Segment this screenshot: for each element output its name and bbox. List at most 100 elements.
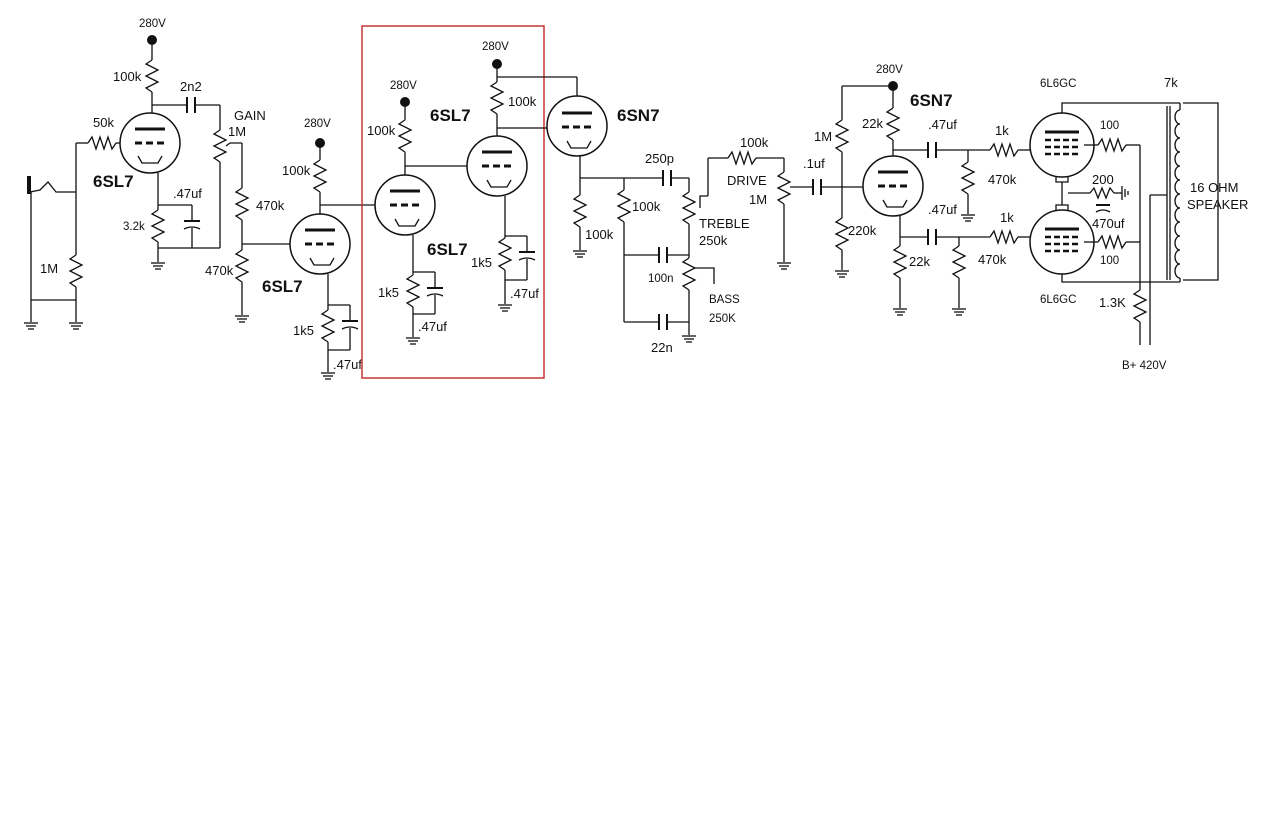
resistor-100-lower [1097, 233, 1127, 251]
potentiometer-drive [776, 171, 792, 205]
label-speaker-1: 16 OHM [1190, 180, 1238, 195]
tube-label-v4: 6SL7 [430, 106, 471, 125]
potentiometer-gain [212, 129, 228, 163]
label-100k-5: 100k [585, 227, 614, 242]
drive-control: 100k DRIVE 1M .1uf [708, 135, 870, 270]
label-50k: 50k [93, 115, 114, 130]
label-100k-3: 100k [367, 123, 396, 138]
label-47uf-5: .47uf [928, 117, 957, 132]
label-100k-2: 100k [282, 163, 311, 178]
label-250p: 250p [645, 151, 674, 166]
label-220k: 220k [848, 223, 877, 238]
highlight-box [361, 25, 545, 379]
resistor-1k-upper [989, 141, 1019, 159]
label-47uf-6: .47uf [928, 202, 957, 217]
fourth-gain-stage: 6SL7 280V 100k 1k5 .47uf [430, 41, 578, 312]
label-bass-val: 250K [709, 313, 736, 325]
tube-label-v3: 6SL7 [427, 240, 468, 259]
tube-label-v6: 6SN7 [910, 91, 953, 110]
label-470uf: 470uf [1092, 216, 1125, 231]
label-280v-4: 280V [482, 41, 509, 53]
label-1k-1: 1k [995, 123, 1009, 138]
output-transformer: 7k 16 OHM SPEAKER [1150, 75, 1248, 282]
label-ot: 7k [1164, 75, 1178, 90]
label-22k-1: 22k [862, 116, 883, 131]
label-bplus: B+ 420V [1122, 360, 1167, 372]
label-100k-4: 100k [508, 94, 537, 109]
resistor-1m-pi [834, 119, 850, 153]
label-power-tube-2: 6L6GC [1040, 294, 1076, 306]
label-470k-2: 470k [205, 263, 234, 278]
label-power-tube-1: 6L6GC [1040, 78, 1076, 90]
label-1uf: .1uf [803, 156, 825, 171]
label-280v-2: 280V [304, 118, 331, 130]
power-amp: 1k 1k 6L6GC 6L6GC 100 100 [989, 78, 1180, 372]
label-1k5-1: 1k5 [293, 323, 314, 338]
label-280v-5: 280V [876, 64, 903, 76]
label-47uf-1: .47uf [173, 186, 202, 201]
transformer-primary [1174, 109, 1181, 279]
potentiometer-bass [681, 257, 697, 291]
resistor-1m-input [68, 254, 84, 288]
resistor-100k-v3 [397, 119, 413, 153]
label-470k-4: 470k [978, 252, 1007, 267]
label-1k-2: 1k [1000, 210, 1014, 225]
potentiometer-treble [681, 191, 697, 225]
label-drive: DRIVE [727, 173, 767, 188]
second-gain-stage: 470k 470k 6SL7 280V 100k 1k5 .47uf [205, 118, 378, 380]
label-gain: GAIN [234, 108, 266, 123]
input-stage: 1M 50k 6SL7 280V 100k 2n2 GAIN 1M 3.2 [23, 18, 266, 330]
resistor-470k-pi-lower [951, 245, 967, 279]
resistor-100k-drive [727, 149, 757, 167]
resistor-200-bias [1089, 186, 1115, 200]
label-1m-pi: 1M [814, 129, 832, 144]
third-gain-stage: 6SL7 280V 100k 1k5 .47uf [367, 80, 470, 345]
label-1k5-2: 1k5 [378, 285, 399, 300]
resistor-100k-cathode [572, 194, 588, 228]
label-22k-2: 22k [909, 254, 930, 269]
resistor-100k-v1 [144, 59, 160, 93]
resistor-1k-lower [989, 228, 1019, 246]
label-100k-7: 100k [740, 135, 769, 150]
tube-label-v2: 6SL7 [262, 277, 303, 296]
label-100k-1: 100k [113, 69, 142, 84]
label-2n2: 2n2 [180, 79, 202, 94]
label-1k3: 1.3K [1099, 295, 1126, 310]
label-100n: 100n [648, 273, 674, 285]
resistor-100k-tone [616, 189, 632, 223]
resistor-100-upper [1097, 136, 1127, 154]
resistor-22k-plate [885, 107, 901, 141]
tone-stack: 100k 250p TREBLE 250k 100n BASS 250K 22n [616, 151, 750, 355]
resistor-100k-v2 [312, 159, 328, 193]
resistor-470k-pi-upper [960, 161, 976, 195]
label-100k-6: 100k [632, 199, 661, 214]
label-100-1: 100 [1100, 120, 1119, 132]
input-jack [27, 176, 31, 194]
label-1m-input: 1M [40, 261, 58, 276]
label-100-2: 100 [1100, 255, 1119, 267]
label-treble: TREBLE [699, 216, 750, 231]
resistor-1k5-v3 [405, 274, 421, 308]
label-1k5-3: 1k5 [471, 255, 492, 270]
resistor-100k-v4 [489, 81, 505, 115]
resistor-470k-grid [234, 249, 250, 283]
label-bass: BASS [709, 294, 740, 306]
label-200: 200 [1092, 172, 1114, 187]
label-treble-val: 250k [699, 233, 728, 248]
label-22n: 22n [651, 340, 673, 355]
label-470k-1: 470k [256, 198, 285, 213]
label-47uf-2: .47uf [333, 357, 362, 372]
resistor-50k [87, 134, 117, 152]
resistor-3k2 [150, 209, 166, 243]
label-470k-3: 470k [988, 172, 1017, 187]
resistor-22k-cathode [892, 245, 908, 279]
label-47uf-4: .47uf [510, 286, 539, 301]
label-280v-1: 280V [139, 18, 166, 30]
resistor-470k-series [234, 187, 250, 221]
resistor-1k5-v4 [497, 237, 513, 271]
resistor-1k5-v2 [320, 309, 336, 343]
label-gain-1m: 1M [228, 124, 246, 139]
tube-label-v1: 6SL7 [93, 172, 134, 191]
label-47uf-3: .47uf [418, 319, 447, 334]
